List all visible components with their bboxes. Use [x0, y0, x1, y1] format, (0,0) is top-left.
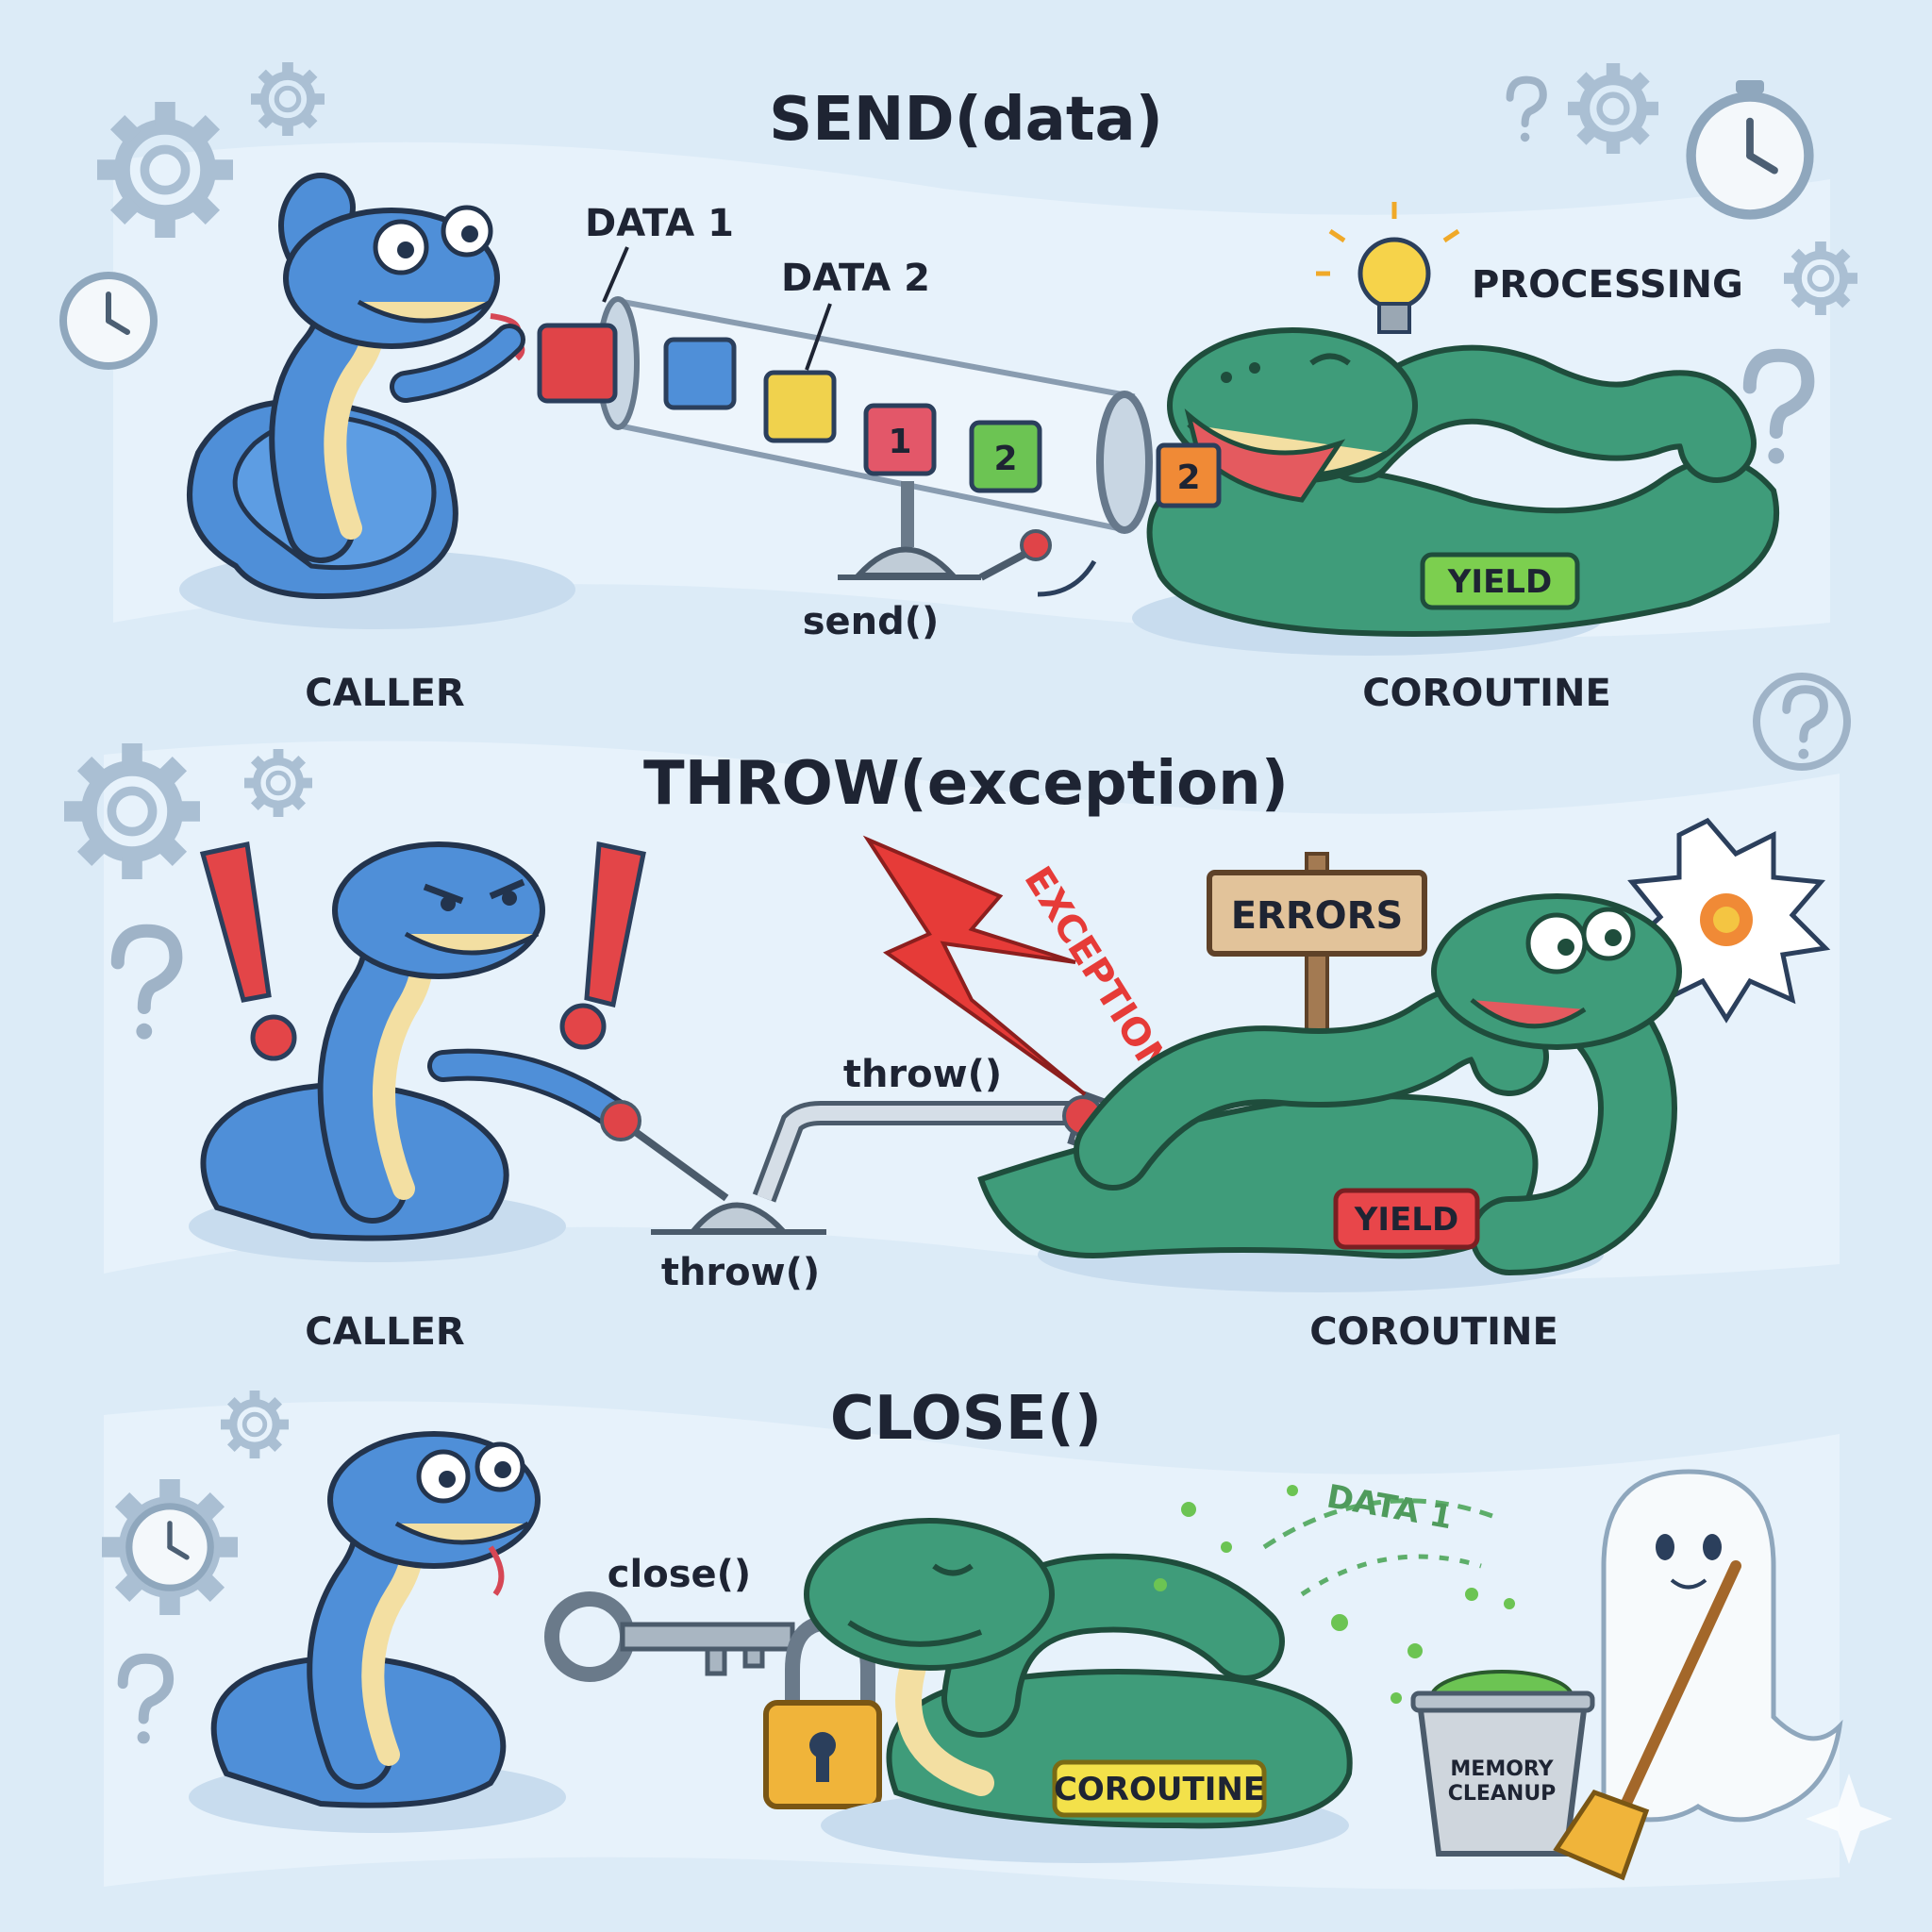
data-box-2 — [969, 420, 1042, 493]
lightbulb-icon — [1316, 202, 1460, 334]
dissolving-data-particles — [1154, 1485, 1515, 1704]
throw-title: THROW(exception) — [643, 749, 1289, 819]
throw-lever-label: throw() — [661, 1251, 820, 1294]
exclamation-icon — [199, 841, 297, 1061]
data2-label: DATA 2 — [781, 257, 930, 300]
gear-icon — [1568, 63, 1658, 154]
lightning-icon — [862, 835, 1087, 1096]
caller-snake-send — [179, 173, 575, 629]
yield-tag-throw — [1333, 1188, 1480, 1250]
send-lever-label: send() — [803, 600, 940, 643]
data-box-1 — [863, 403, 937, 476]
data-box-1-label: 1 — [888, 423, 911, 461]
caller-snake-throw — [189, 841, 629, 1262]
coroutine-label-send: COROUTINE — [1362, 672, 1611, 715]
data-box — [663, 337, 737, 410]
key-icon — [544, 1591, 795, 1682]
yield-tag-throw-label: YIELD — [1354, 1201, 1458, 1239]
data-tube: 1 2 — [537, 296, 1153, 534]
data-box — [763, 370, 837, 443]
coroutine-snake-send: 2 YIELD — [1132, 327, 1780, 656]
data-box-2-label: 2 — [993, 440, 1017, 478]
eaten-data-box — [1156, 442, 1222, 508]
coroutine-tag — [1052, 1759, 1267, 1818]
eaten-data-box-label: 2 — [1176, 458, 1200, 497]
sparkle-icon — [1806, 1774, 1892, 1864]
errors-sign — [1207, 852, 1427, 1044]
close-title: CLOSE() — [830, 1384, 1102, 1454]
send-title: SEND(data) — [769, 85, 1163, 155]
held-data-box — [537, 323, 618, 404]
caller-snake-close — [189, 1431, 566, 1833]
bin-label-line1: MEMORY — [1450, 1757, 1554, 1781]
question-icon — [1753, 673, 1851, 771]
coroutine-label-throw: COROUTINE — [1309, 1310, 1558, 1354]
clock-icon — [63, 275, 154, 366]
send-lever — [838, 481, 1097, 597]
question-icon — [1510, 80, 1543, 142]
yield-tag-send-label: YIELD — [1447, 563, 1552, 601]
bin-label-line2: CLEANUP — [1448, 1782, 1557, 1806]
clock-icon — [129, 1507, 210, 1588]
throw-pipe-label: throw() — [843, 1053, 1002, 1096]
yield-tag-send — [1420, 552, 1580, 610]
stopwatch-icon — [1691, 80, 1809, 214]
gear-icon — [251, 62, 325, 136]
exclamation-icon — [559, 841, 646, 1050]
caller-label-throw: CALLER — [305, 1310, 464, 1354]
processing-label: PROCESSING — [1472, 263, 1743, 307]
coroutine-snake-close: COROUTINE — [804, 1518, 1353, 1863]
coroutine-snake-throw: YIELD — [977, 893, 1682, 1292]
caller-label-send: CALLER — [305, 672, 464, 715]
close-key-label: close() — [608, 1553, 751, 1596]
broom-icon — [1553, 1560, 1741, 1881]
data1-label: DATA 1 — [585, 202, 734, 245]
coroutine-tag-label: COROUTINE — [1054, 1771, 1265, 1808]
errors-sign-label: ERRORS — [1231, 894, 1404, 938]
